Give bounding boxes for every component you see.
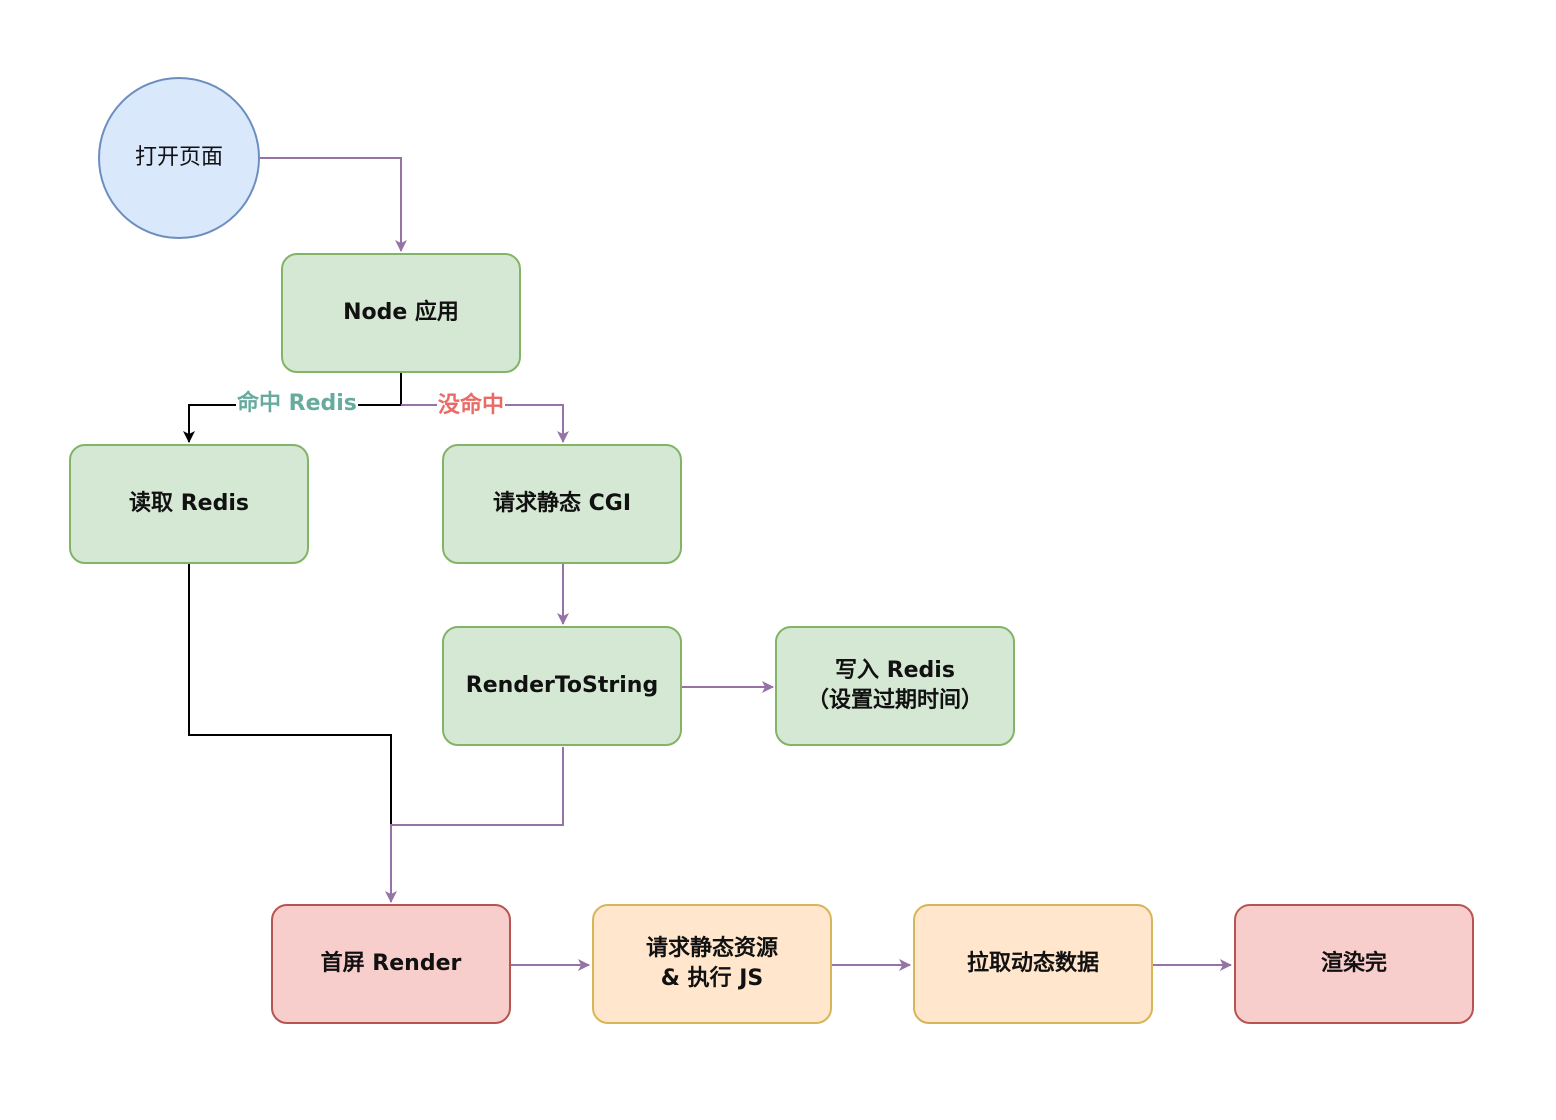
node-fetch-dynamic-data: 拉取动态数据 [913,904,1153,1024]
node-render-done: 渲染完 [1234,904,1474,1024]
node-render-done-label: 渲染完 [1320,951,1387,976]
node-node-app-label: Node 应用 [343,300,459,325]
connector-open-to-node [260,157,407,252]
node-read-redis-label: 读取 Redis [129,491,249,516]
node-node-app: Node 应用 [281,253,521,373]
node-request-static-resources-label: 请求静态资源 & 执行 JS [645,936,778,991]
node-fetch-dynamic-data-label: 拉取动态数据 [966,951,1099,976]
edge-label-hit-redis: 命中 Redis [236,391,358,417]
node-write-redis: 写入 Redis （设置过期时间） [775,626,1015,746]
node-first-screen-render-label: 首屏 Render [320,951,462,976]
node-open-page-label: 打开页面 [134,145,223,170]
node-render-to-string: RenderToString [442,626,682,746]
node-render-to-string-label: RenderToString [465,673,659,698]
connector-read-redis-to-render [188,564,392,825]
edge-label-miss: 没命中 [437,393,506,419]
node-read-redis: 读取 Redis [69,444,309,564]
node-request-static-cgi: 请求静态 CGI [442,444,682,564]
node-first-screen-render: 首屏 Render [271,904,511,1024]
node-request-static-cgi-label: 请求静态 CGI [492,491,632,516]
node-open-page: 打开页面 [98,77,260,239]
node-request-static-resources: 请求静态资源 & 执行 JS [592,904,832,1024]
node-write-redis-label: 写入 Redis （设置过期时间） [806,658,983,713]
connector-render-to-string-to-render [385,747,564,903]
